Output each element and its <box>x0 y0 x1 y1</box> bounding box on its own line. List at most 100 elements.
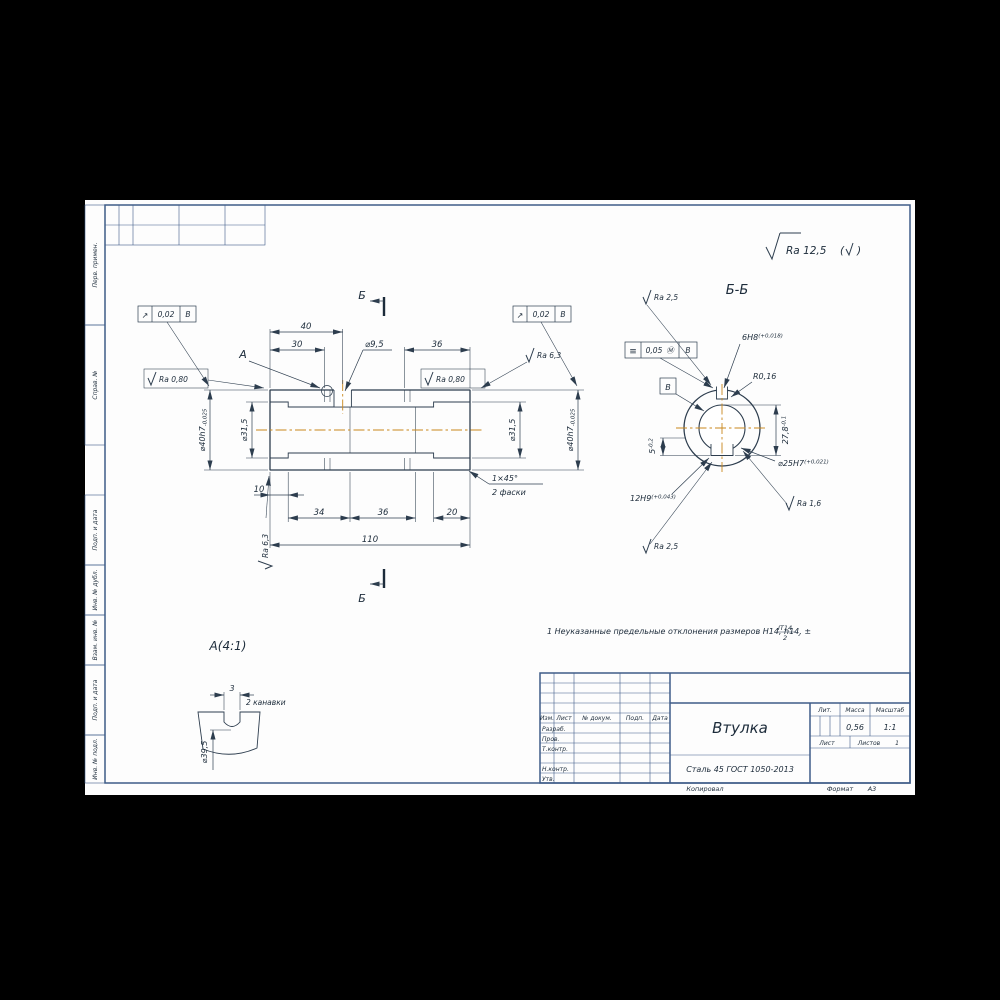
svg-text:40: 40 <box>301 322 312 332</box>
dim-30: 30 <box>269 340 325 353</box>
roughness-ra25-top: Ra 2,5 <box>642 289 712 386</box>
svg-text:10: 10 <box>254 485 265 495</box>
groove-count-note: 2 канавки <box>246 698 286 707</box>
roughness-check-icon <box>257 560 274 570</box>
dim-key-width: 12Н9(+0,043) <box>630 457 710 503</box>
note-text: 1 Неуказанные предельные отклонения разм… <box>547 627 811 636</box>
svg-text:27,8-0,1: 27,8-0,1 <box>781 416 790 445</box>
dim-slot-width: 6Н8(+0,018) <box>723 333 783 389</box>
roughness-check-icon <box>642 538 652 555</box>
paper-sheet: Перв. примен. Справ. № Подп. и дата Инв.… <box>84 200 915 795</box>
general-note: 1 Неуказанные предельные отклонения разм… <box>547 624 811 642</box>
detail-groove-section <box>197 711 261 755</box>
general-roughness: Ra 12,5 ( ) <box>765 232 861 261</box>
paren-open: ( <box>840 245 845 257</box>
roughness-check-icon <box>642 289 652 306</box>
roughness-check-icon <box>147 371 157 387</box>
svg-text:5-0,2: 5-0,2 <box>648 438 657 454</box>
margin-label: Инв. № дубл. <box>92 569 99 610</box>
lit-label: Лит. <box>817 707 832 714</box>
note-frac-den: 2 <box>783 634 787 642</box>
copied-label: Копировал <box>686 785 723 793</box>
detail-dim-dia39-5: ⌀39,5 <box>200 729 231 770</box>
role-checked: Пров. <box>542 736 560 743</box>
margin-label: Подп. и дата <box>92 509 99 550</box>
margin-label: Инв. № подл. <box>92 738 99 779</box>
svg-text:А: А <box>238 348 247 361</box>
svg-text:Б: Б <box>358 289 366 302</box>
tolerance-frame-right: ↗ 0,02 В <box>512 305 578 387</box>
roughness-ra63-top: Ra 6,3 <box>480 347 561 389</box>
material-condition-icon: Ⓜ <box>666 346 675 355</box>
svg-text:20: 20 <box>447 508 458 518</box>
svg-text:0,02: 0,02 <box>533 310 550 319</box>
runout-icon: ↗ <box>517 311 524 320</box>
svg-text:30: 30 <box>292 340 303 350</box>
col-date: Дата <box>651 715 668 722</box>
roughness-check-icon <box>424 371 434 387</box>
roughness-ra63-left: Ra 6,3 <box>257 475 274 570</box>
note-frac-num: IT14 <box>778 624 792 632</box>
svg-text:Ra 0,80: Ra 0,80 <box>159 375 188 384</box>
mass-label: Масса <box>845 707 864 714</box>
svg-text:Ra 2,5: Ra 2,5 <box>654 542 678 551</box>
svg-text:⌀9,5: ⌀9,5 <box>365 340 384 350</box>
role-ncontrol: Н.контр. <box>542 766 569 773</box>
dim-36-top: 36 <box>404 340 471 353</box>
sheet-footer: Копировал Формат А3 <box>686 785 876 793</box>
right-block-grid <box>810 703 910 749</box>
material: Сталь 45 ГОСТ 1050-2013 <box>686 765 794 774</box>
svg-text:⌀40h7-0,025: ⌀40h7-0,025 <box>198 408 209 451</box>
role-developed: Разраб. <box>542 726 566 733</box>
roughness-ra25-bottom: Ra 2,5 <box>642 461 713 555</box>
sheets-value: 1 <box>895 740 899 747</box>
role-tcontrol: Т.контр. <box>542 746 568 753</box>
svg-text:6Н8(+0,018): 6Н8(+0,018) <box>742 333 783 342</box>
scale-value: 1:1 <box>884 723 897 732</box>
margin-label: Взам. инв. № <box>92 620 99 661</box>
roughness-check-icon <box>785 495 795 512</box>
dim-key-depth: 27,8-0,1 <box>724 404 790 456</box>
svg-text:В: В <box>665 383 671 392</box>
main-view: 40 30 36 ⌀9,5 10 34 36 <box>137 289 584 605</box>
roughness-check-icon <box>765 232 781 261</box>
dim-radius: R0,16 <box>730 372 776 398</box>
svg-text:0,05: 0,05 <box>646 346 663 355</box>
sheet-label: Лист <box>818 740 835 747</box>
roughness-check-icon <box>525 347 535 364</box>
svg-text:Ra 6,3: Ra 6,3 <box>261 534 270 558</box>
margin-label: Справ. № <box>92 370 99 399</box>
runout-icon: ↗ <box>142 311 149 320</box>
svg-text:⌀31,5: ⌀31,5 <box>508 419 517 442</box>
detail-title: А(4:1) <box>209 639 247 653</box>
margin-label: Подп. и дата <box>92 679 99 720</box>
dim-34: 34 <box>288 508 351 521</box>
svg-text:36: 36 <box>432 340 443 350</box>
dim-20: 20 <box>433 508 471 521</box>
col-izm: Изм. <box>540 715 554 722</box>
dim-dia40-left: ⌀40h7-0,025 <box>198 389 213 471</box>
svg-text:Ra 1,6: Ra 1,6 <box>797 499 821 508</box>
dim-bore: ⌀25Н7(+0,021) <box>740 447 829 468</box>
svg-text:Ra 0,80: Ra 0,80 <box>436 375 465 384</box>
svg-text:Б: Б <box>358 592 366 605</box>
svg-text:⌀40h7-0,025: ⌀40h7-0,025 <box>566 408 577 451</box>
format-label: Формат <box>827 785 854 793</box>
title-block: Изм. Лист № докум. Подп. Дата Разраб. Пр… <box>539 672 911 784</box>
dim-hole-9-5: ⌀9,5 <box>344 340 392 392</box>
svg-text:0,02: 0,02 <box>158 310 175 319</box>
datum-flag-b: В <box>659 377 705 412</box>
chamfer-note: 1×45° 2 фаски <box>468 470 543 497</box>
dim-dia31-right: ⌀31,5 <box>508 401 523 459</box>
svg-text:В: В <box>685 346 690 355</box>
col-list: Лист <box>555 715 572 722</box>
symmetry-icon: ≡ <box>629 347 637 357</box>
col-sign: Подп. <box>626 715 644 722</box>
dim-40: 40 <box>269 322 343 335</box>
svg-text:⌀25Н7(+0,021): ⌀25Н7(+0,021) <box>778 459 829 468</box>
dim-110: 110 <box>269 535 471 548</box>
margin-column: Перв. примен. Справ. № Подп. и дата Инв.… <box>84 204 106 784</box>
section-mark-bottom: Б <box>358 569 386 605</box>
format-value: А3 <box>867 785 877 793</box>
